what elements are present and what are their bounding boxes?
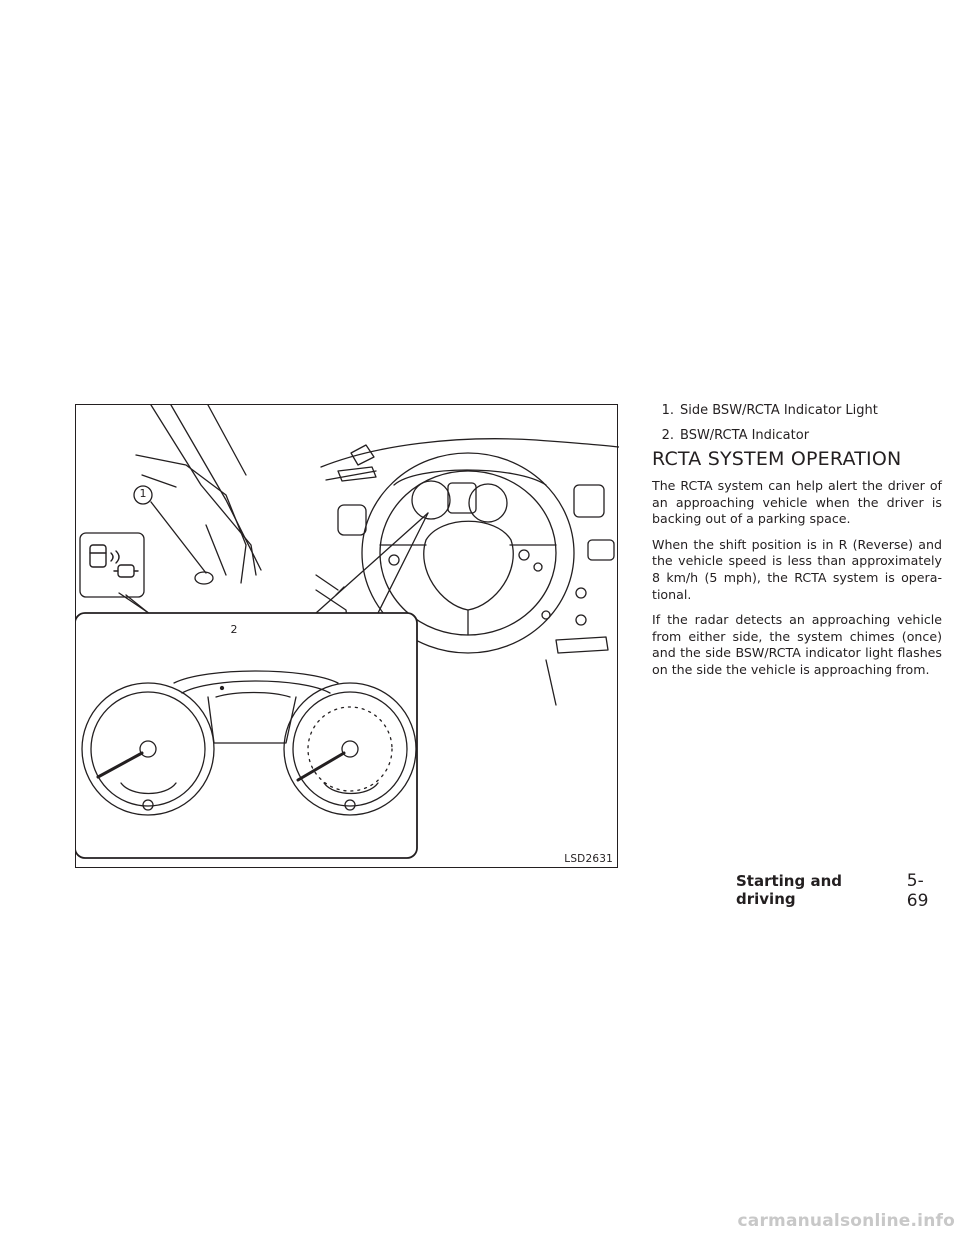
dashboard-illustration	[76, 405, 619, 859]
legend-label: Side BSW/RCTA Indicator Light	[680, 403, 878, 418]
callout-1-label: 1	[139, 487, 147, 500]
figure-code: LSD2631	[564, 853, 613, 865]
callout-1	[133, 485, 153, 505]
cluster-panel	[76, 612, 418, 859]
watermark: carmanualsonline.info	[737, 1211, 955, 1231]
side-indicator-light	[194, 571, 214, 585]
legend-number: 2.	[661, 428, 674, 443]
chapter-title: Starting and driving	[736, 872, 842, 908]
paragraph: When the shift position is in R (Reverse…	[652, 536, 942, 602]
legend-item: 1. Side BSW/RCTA Indicator Light	[652, 403, 942, 419]
paragraph: If the radar detects an approaching vehi…	[652, 612, 942, 677]
section-body: The RCTA system can help alert the drive…	[652, 478, 942, 688]
paragraph: The RCTA system can help alert the drive…	[652, 478, 942, 527]
figure-legend: 1. Side BSW/RCTA Indicator Light 2. BSW/…	[652, 403, 942, 453]
legend-item: 2. BSW/RCTA Indicator	[652, 428, 942, 444]
bsw-rcta-icon	[89, 544, 139, 578]
section-title: RCTA SYSTEM OPERATION	[652, 448, 902, 470]
legend-label: BSW/RCTA Indicator	[680, 428, 810, 443]
page-footer: Starting and driving 5-69	[736, 871, 944, 911]
callout-2-label: 2	[230, 623, 238, 636]
page-number: 5-69	[906, 871, 929, 911]
illustration-figure: 1 2 LSD2631	[75, 404, 619, 868]
bsw-icon-box	[79, 532, 145, 598]
legend-number: 1.	[661, 403, 674, 418]
